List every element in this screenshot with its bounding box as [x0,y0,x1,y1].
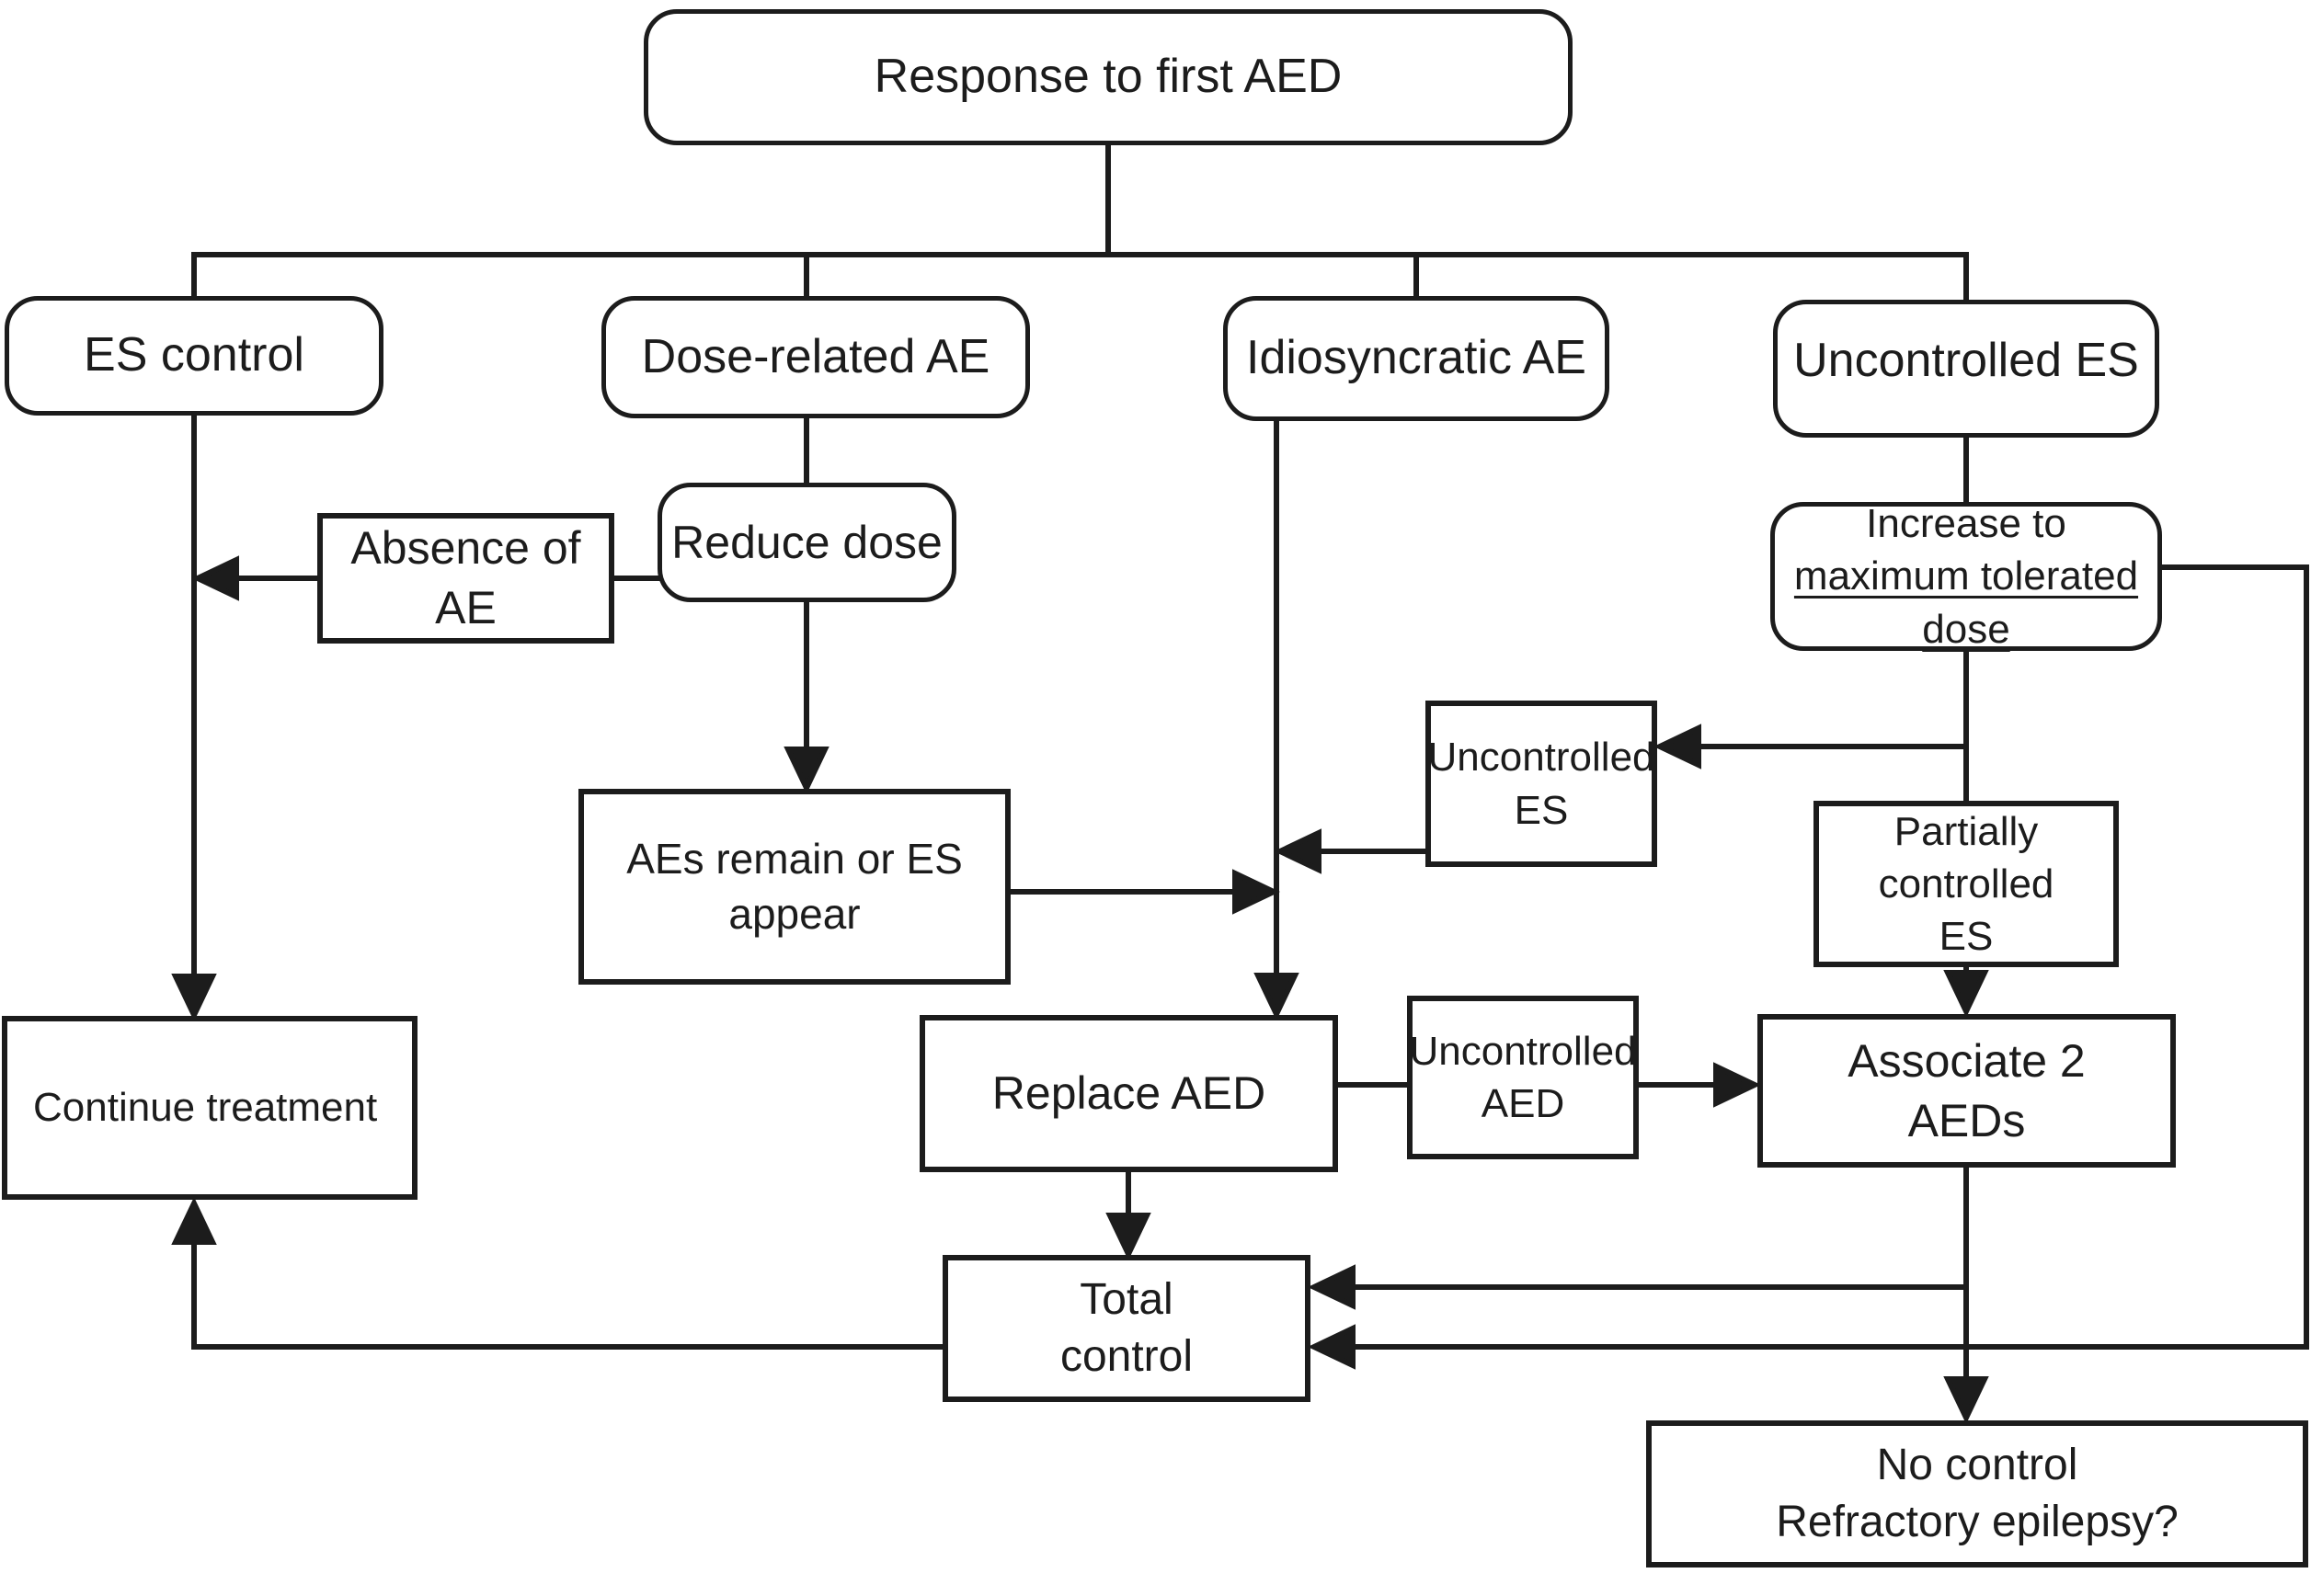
node-absence-of-ae: Absence of AE [317,513,614,644]
arrowhead-into-total-top [1105,1213,1151,1260]
node-idiosyncratic-ae: Idiosyncratic AE [1223,296,1609,421]
arrowhead-uncontrolled-es-small-left [1274,828,1321,874]
arrowhead-into-no-control-top [1943,1376,1989,1424]
node-increase-max-label: Increase to maximum tolerated dose [1791,497,2141,656]
node-continue-treatment-label: Continue treatment [33,1085,378,1131]
node-idiosyncratic-ae-label: Idiosyncratic AE [1246,331,1586,385]
node-partially-controlled-es-label: Partially controlled ES [1878,808,2054,960]
arrowhead-feedback-into-total-lower [1308,1324,1356,1370]
node-total-control-label: Total control [1059,1274,1194,1381]
node-associate-2-aeds-label: Associate 2 AEDs [1848,1034,2086,1146]
arrowhead-into-replace-top [1253,973,1299,1020]
node-uncontrolled-es-small: Uncontrolled ES [1425,701,1657,867]
node-uncontrolled-aed-label: Uncontrolled AED [1409,1028,1637,1126]
node-uncontrolled-es: Uncontrolled ES [1773,300,2159,438]
node-replace-aed-label: Replace AED [991,1067,1266,1119]
arrowhead-into-continue-top [171,974,217,1021]
node-no-control-refractory-epilepsy: No control Refractory epilepsy? [1646,1420,2308,1568]
arrowhead-absence-left [191,555,239,601]
node-es-control: ES control [5,296,383,416]
node-response-label: Response to first AED [874,50,1343,104]
arrowhead-into-associate-left [1713,1062,1761,1108]
node-dose-related-ae: Dose-related AE [601,296,1030,418]
node-increase-max-underlined: maximum tolerated dose [1793,553,2139,652]
node-partially-controlled-es: Partially controlled ES [1813,801,2119,967]
arrowhead-into-aes-remain [784,747,829,794]
arrowhead-into-continue-bottom [171,1197,217,1245]
node-associate-2-aeds: Associate 2 AEDs [1757,1014,2176,1168]
node-reduce-dose-label: Reduce dose [671,516,943,568]
node-absence-of-ae-label: Absence of AE [350,522,581,633]
arrowhead-into-uncontrolled-es-small [1653,724,1701,770]
node-uncontrolled-es-small-label: Uncontrolled ES [1427,735,1655,833]
node-uncontrolled-es-label: Uncontrolled ES [1793,334,2139,387]
node-total-control: Total control [943,1255,1310,1402]
node-dose-related-ae-label: Dose-related AE [641,329,990,383]
node-reduce-dose: Reduce dose [658,483,956,602]
node-replace-aed: Replace AED [920,1015,1338,1172]
node-uncontrolled-aed: Uncontrolled AED [1407,996,1639,1159]
node-aes-remain-label: AEs remain or ES appear [626,834,963,938]
node-aes-remain-or-es-appear: AEs remain or ES appear [578,789,1011,985]
node-increase-max-prefix: Increase to [1866,501,2066,547]
node-response-to-first-aed: Response to first AED [644,9,1573,145]
arrowhead-into-associate-top [1943,970,1989,1018]
node-es-control-label: ES control [84,328,304,382]
arrowhead-into-total-upper [1308,1264,1356,1310]
node-no-control-label: No control Refractory epilepsy? [1776,1440,2179,1546]
node-increase-to-max-tolerated-dose: Increase to maximum tolerated dose [1770,501,2162,652]
arrowhead-aes-remain-right [1232,869,1280,915]
node-continue-treatment: Continue treatment [2,1016,418,1200]
